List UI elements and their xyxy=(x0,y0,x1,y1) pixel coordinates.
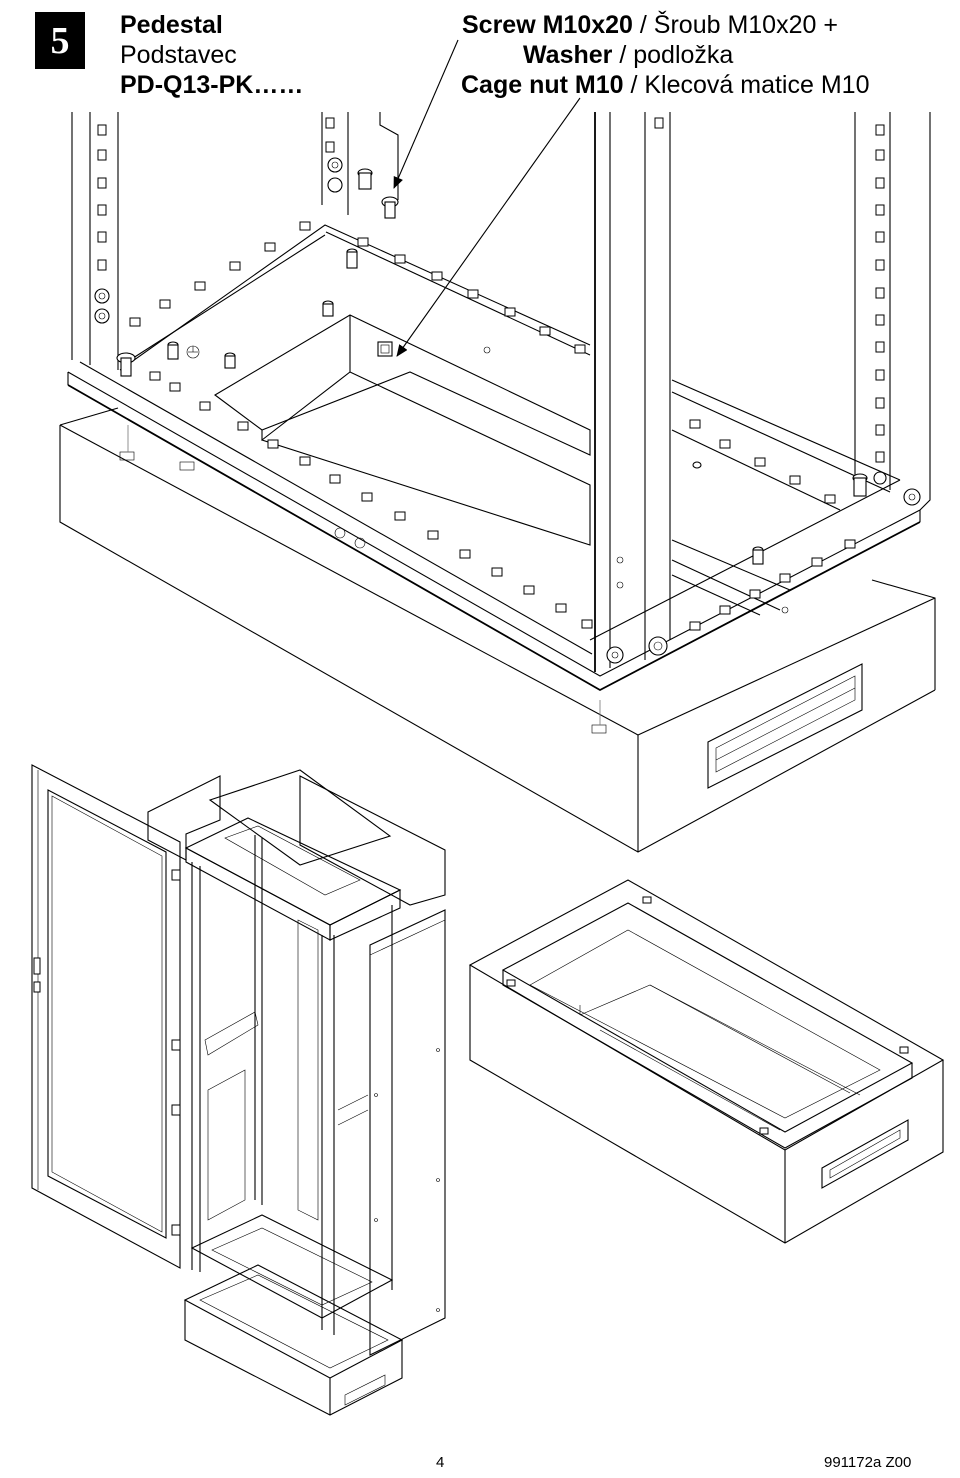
frame-posts xyxy=(71,112,931,672)
frame-top xyxy=(184,817,402,926)
rear-side-panel xyxy=(299,775,446,906)
page-number: 4 xyxy=(436,1454,445,1471)
step-number: 5 xyxy=(50,19,70,62)
pedestal-standalone-view xyxy=(468,879,945,1244)
document-code: 991172a Z00 xyxy=(824,1454,912,1471)
post-slots xyxy=(97,117,885,463)
callout-cage-sep: / xyxy=(623,71,645,99)
callout-washer-cz: podložka xyxy=(633,41,734,69)
title-en: Pedestal xyxy=(120,11,223,39)
front-rail-slots xyxy=(149,371,593,629)
pedestal-block xyxy=(59,407,936,853)
callout-washer-en: Washer xyxy=(523,41,613,69)
exploded-cabinet-view xyxy=(31,764,446,1416)
callout-washer: Washer / podložka xyxy=(523,40,733,70)
side-panel xyxy=(369,909,446,1356)
cage-nut xyxy=(377,341,393,357)
title-cz: Podstavec xyxy=(120,41,237,69)
callout-cage-cz: Klecová matice M10 xyxy=(644,71,870,99)
callout-cage-en: Cage nut M10 xyxy=(461,71,624,99)
right-rail-slots xyxy=(689,419,856,631)
step-number-badge: 5 xyxy=(35,12,85,69)
roof-panel xyxy=(208,769,392,866)
detail-view-frame-on-pedestal xyxy=(59,39,936,853)
part-code: PD-Q13-PK…… xyxy=(120,71,304,99)
bolts xyxy=(94,157,921,664)
back-panel xyxy=(147,775,221,861)
callout-screw-en: Screw M10x20 xyxy=(462,11,633,39)
callout-cage-nut: Cage nut M10 / Klecová matice M10 xyxy=(461,70,869,100)
callout-screw-cz: Šroub M10x20 + xyxy=(653,11,838,39)
callout-screw-sep: / xyxy=(632,11,654,39)
frame-base xyxy=(67,221,921,692)
leader-cage-nut xyxy=(396,97,581,357)
back-rail-slots xyxy=(129,221,586,354)
leader-screw xyxy=(393,39,459,189)
callout-washer-sep: / xyxy=(612,41,634,69)
door-panel xyxy=(31,764,181,1269)
callout-screw: Screw M10x20 / Šroub M10x20 + xyxy=(462,10,838,40)
